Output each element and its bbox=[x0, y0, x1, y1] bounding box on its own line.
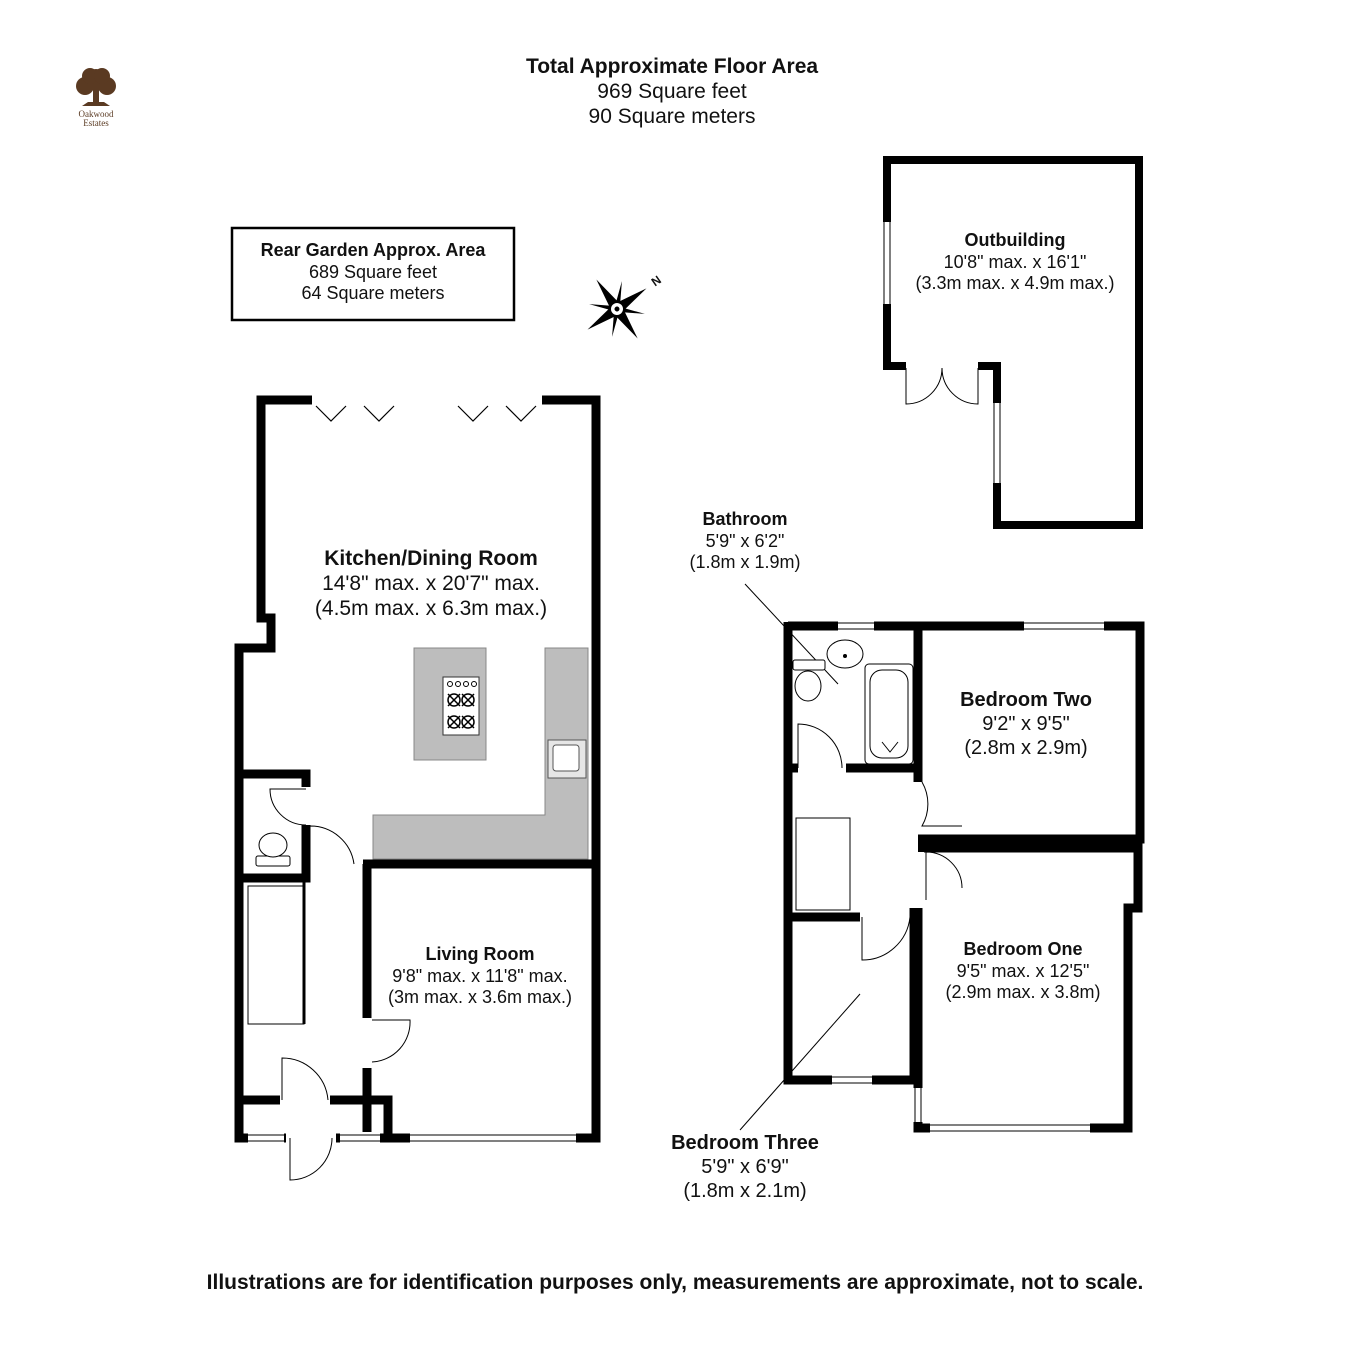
staircase-ground bbox=[247, 878, 306, 1025]
floor-area-summary: Total Approximate Floor Area 969 Square … bbox=[472, 54, 872, 130]
room-name: Kitchen/Dining Room bbox=[324, 547, 538, 570]
room-label-bedroom-two: Bedroom Two 9'2" x 9'5" (2.8m x 2.9m) bbox=[926, 688, 1126, 760]
room-name: Bedroom One bbox=[963, 939, 1083, 959]
room-label-living: Living Room 9'8" max. x 11'8" max. (3m m… bbox=[372, 944, 588, 1009]
room-imperial: 14'8" max. x 20'7" max. bbox=[322, 572, 540, 596]
room-name: Bedroom Three bbox=[671, 1132, 819, 1154]
room-name: Outbuilding bbox=[964, 230, 1066, 250]
room-label-bedroom-one: Bedroom One 9'5" max. x 12'5" (2.9m max.… bbox=[926, 939, 1120, 1004]
floor-area-sqm: 90 Square meters bbox=[588, 105, 756, 129]
brand-name-line1: Oakwood bbox=[78, 109, 114, 119]
brand-name-line2: Estates bbox=[83, 118, 109, 129]
room-imperial: 5'9" x 6'9" bbox=[701, 1156, 789, 1178]
brand-name: Oakwood Estates bbox=[66, 109, 126, 129]
room-metric: (3.3m max. x 4.9m max.) bbox=[915, 273, 1115, 294]
burner-grate bbox=[447, 715, 461, 729]
room-metric: (4.5m max. x 6.3m max.) bbox=[314, 597, 548, 621]
room-label-bathroom: Bathroom 5'9" x 6'2" (1.8m x 1.9m) bbox=[655, 509, 835, 574]
room-label-kitchen: Kitchen/Dining Room 14'8" max. x 20'7" m… bbox=[271, 546, 591, 622]
room-metric: (2.9m max. x 3.8m) bbox=[945, 982, 1101, 1003]
kitchen-worktop bbox=[372, 647, 589, 860]
floor-area-sqft: 969 Square feet bbox=[597, 80, 747, 104]
hob-knob bbox=[471, 681, 477, 687]
room-imperial: 9'5" max. x 12'5" bbox=[956, 960, 1090, 981]
room-metric: (2.8m x 2.9m) bbox=[964, 737, 1088, 759]
room-label-bedroom-three: Bedroom Three 5'9" x 6'9" (1.8m x 2.1m) bbox=[640, 1131, 850, 1203]
room-imperial: 5'9" x 6'2" bbox=[705, 530, 785, 551]
garden-sqm: 64 Square meters bbox=[301, 283, 445, 304]
hob-knob bbox=[447, 681, 453, 687]
hob-knob bbox=[455, 681, 461, 687]
burner-grate bbox=[461, 693, 475, 707]
garden-area-text: Rear Garden Approx. Area 689 Square feet… bbox=[232, 240, 514, 305]
outbuilding-walls bbox=[882, 156, 1143, 529]
compass-icon bbox=[587, 279, 647, 339]
hob-knob bbox=[463, 681, 469, 687]
burner-grate bbox=[447, 693, 461, 707]
bathroom-fixtures bbox=[792, 639, 914, 765]
disclaimer-text: Illustrations are for identification pur… bbox=[206, 1271, 1144, 1294]
room-imperial: 10'8" max. x 16'1" bbox=[943, 251, 1087, 272]
ground-floor-walls bbox=[234, 394, 601, 1181]
room-metric: (1.8m x 2.1m) bbox=[683, 1180, 807, 1202]
first-floor-walls bbox=[739, 583, 1145, 1134]
garden-area-box bbox=[230, 226, 516, 322]
room-metric: (3m max. x 3.6m max.) bbox=[387, 987, 573, 1008]
garden-sqft: 689 Square feet bbox=[308, 261, 438, 282]
garden-title: Rear Garden Approx. Area bbox=[260, 240, 486, 260]
room-imperial: 9'2" x 9'5" bbox=[982, 713, 1070, 735]
floor-area-title: Total Approximate Floor Area bbox=[525, 55, 819, 78]
room-label-outbuilding: Outbuilding 10'8" max. x 16'1" (3.3m max… bbox=[895, 230, 1135, 295]
burner-grate bbox=[461, 715, 475, 729]
room-name: Bathroom bbox=[702, 509, 788, 529]
oakwood-tree-logo bbox=[76, 68, 116, 106]
room-name: Living Room bbox=[425, 944, 535, 964]
hob-icon bbox=[447, 681, 477, 729]
room-metric: (1.8m x 1.9m) bbox=[689, 552, 801, 573]
wc-toilet-icon bbox=[255, 832, 291, 867]
staircase-first bbox=[795, 817, 851, 911]
room-imperial: 9'8" max. x 11'8" max. bbox=[392, 965, 568, 986]
room-name: Bedroom Two bbox=[960, 689, 1092, 711]
